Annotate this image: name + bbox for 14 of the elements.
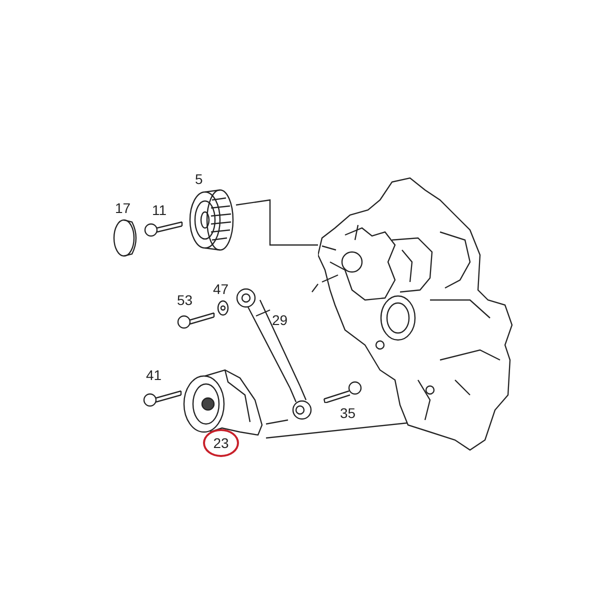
assembly-line [236,199,318,246]
assembly-line [266,419,288,425]
callout-number: 35 [340,406,356,420]
damper-strut-drawing [236,287,312,420]
assembly-line [312,284,318,292]
callout-number: 29 [272,313,288,327]
callout-number: 41 [146,368,162,382]
callout-number: 53 [177,293,193,307]
circled-callout-number: 23 [203,429,239,457]
callout-number: 47 [213,282,229,296]
assembly-line [266,422,408,439]
callout-number: 11 [152,203,167,217]
callout-number: 5 [195,172,203,186]
callout-number: 17 [115,201,131,215]
